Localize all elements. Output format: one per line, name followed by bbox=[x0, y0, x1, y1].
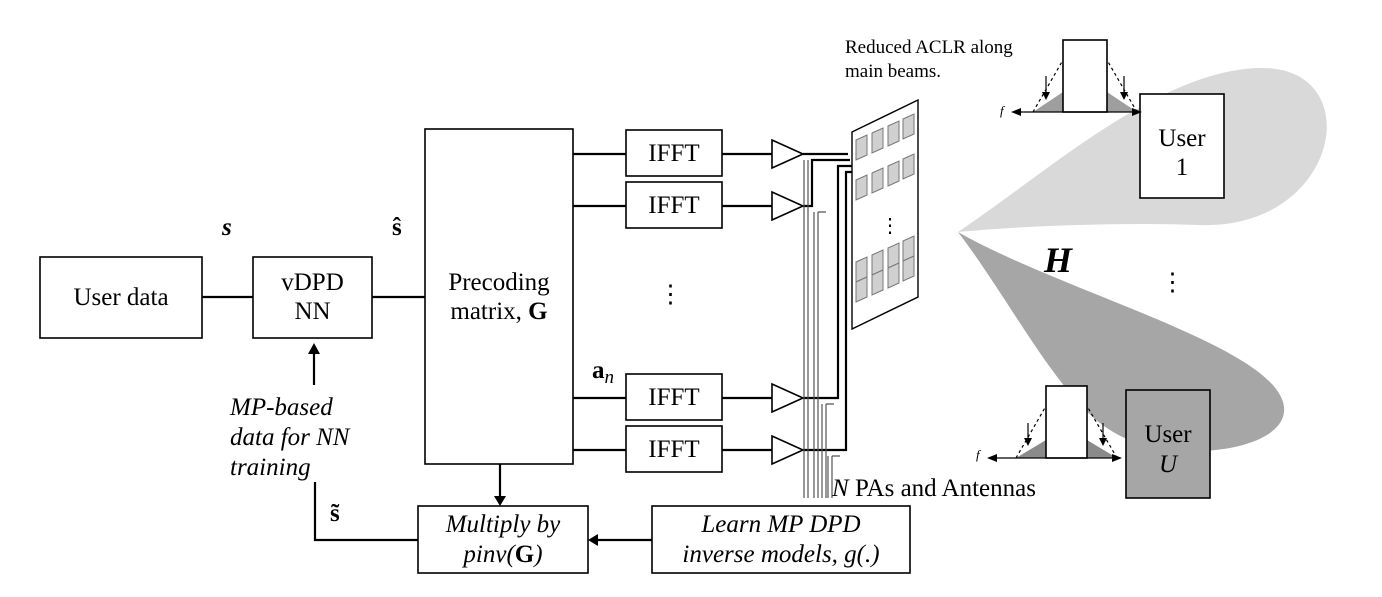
ifft-label-1: IFFT bbox=[648, 140, 700, 167]
user-U-block bbox=[1125, 389, 1211, 499]
feedback-lines-group-1 bbox=[803, 160, 809, 498]
feedback-lines-group-4 bbox=[827, 455, 840, 498]
ifft-block-1 bbox=[625, 129, 723, 177]
symbol-a-base: a bbox=[592, 357, 605, 384]
symbol-a-subscript: n bbox=[604, 367, 615, 388]
pa-N-icon bbox=[771, 434, 805, 466]
vdpd-nn-block bbox=[252, 256, 373, 339]
multiply-close-paren: ) bbox=[534, 541, 543, 568]
mp-data-line1: MP-based bbox=[230, 394, 333, 421]
mp-data-line3: training bbox=[230, 454, 311, 481]
symbol-channel-H: H bbox=[1044, 240, 1073, 280]
pa-n-icon bbox=[771, 382, 805, 414]
pa-1-icon bbox=[771, 138, 805, 170]
ifft-label-N: IFFT bbox=[648, 436, 700, 463]
precoding-matrix-block bbox=[424, 128, 574, 465]
aclr-note-line2: main beams. bbox=[845, 61, 942, 82]
pa-count-symbol: N bbox=[832, 475, 849, 502]
spectrum-inset-U bbox=[987, 385, 1122, 462]
arrowhead-learn-multiply bbox=[588, 534, 598, 546]
precoding-label-line1: Precoding bbox=[448, 269, 550, 296]
ellipsis-users: ⋮ bbox=[1160, 269, 1185, 296]
arrowhead-precoding-multiply bbox=[494, 496, 506, 506]
precoding-label-text: matrix, bbox=[450, 298, 529, 325]
feedback-lines-group-3 bbox=[821, 403, 834, 498]
symbol-s-tilde: s̃ bbox=[330, 500, 340, 527]
arrowhead-training-vdpd bbox=[308, 343, 320, 354]
ifft-block-N bbox=[625, 425, 723, 473]
feedback-lines-group-2 bbox=[813, 211, 826, 498]
spectrum-inset-1 bbox=[1011, 39, 1142, 116]
vdpd-label-line2: NN bbox=[294, 298, 331, 325]
user-1-label-line2: 1 bbox=[1175, 154, 1189, 181]
learn-label-line1: Learn MP DPD bbox=[701, 511, 861, 538]
learn-label-line2: inverse models, g(.) bbox=[682, 541, 880, 568]
freq-axis-label-1: f bbox=[1000, 103, 1004, 118]
user-1-block bbox=[1139, 93, 1225, 199]
symbol-s-hat: ŝ bbox=[392, 214, 402, 241]
freq-axis-label-U: f bbox=[976, 447, 980, 462]
user-data-block bbox=[39, 256, 203, 339]
user-U-label-line2: U bbox=[1158, 451, 1178, 478]
ifft-label-2: IFFT bbox=[648, 192, 700, 219]
wire-pa-ant-n bbox=[803, 164, 852, 400]
mp-data-line2: data for NN bbox=[230, 424, 350, 451]
antenna-array bbox=[851, 98, 919, 331]
multiply-pinv-text: pinv( bbox=[463, 541, 515, 568]
ifft-label-n: IFFT bbox=[648, 384, 700, 411]
vdpd-label-line1: vDPD bbox=[281, 269, 344, 296]
learn-mp-dpd-block bbox=[651, 505, 911, 574]
user-data-label: User data bbox=[73, 284, 169, 311]
multiply-pinv-block bbox=[417, 505, 589, 574]
pa-2-icon bbox=[771, 190, 805, 222]
pa-antenna-note: N PAs and Antennas bbox=[832, 474, 1036, 503]
precoding-symbol: G bbox=[528, 298, 548, 325]
wire-multiply-training bbox=[313, 482, 418, 542]
ellipsis-branches: ⋮ bbox=[658, 281, 683, 308]
multiply-symbol: G bbox=[514, 541, 535, 568]
symbol-a-n: an bbox=[592, 356, 615, 388]
aclr-note-line1: Reduced ACLR along bbox=[845, 37, 1013, 58]
multiply-label-line2: pinv(G) bbox=[418, 540, 588, 569]
pa-antenna-text: PAs and Antennas bbox=[848, 475, 1036, 502]
ellipsis-antennas: ⋮ bbox=[880, 215, 900, 237]
ifft-block-n bbox=[625, 373, 723, 421]
symbol-s: s bbox=[222, 214, 232, 241]
wire-pa-ant-N bbox=[803, 170, 854, 452]
ifft-block-2 bbox=[625, 181, 723, 229]
multiply-label-line1: Multiply by bbox=[445, 511, 561, 538]
beam-user-U bbox=[958, 232, 1285, 452]
precoding-label-line2: matrix, G bbox=[425, 297, 573, 326]
user-1-label-line1: User bbox=[1158, 125, 1206, 152]
user-U-label-line1: User bbox=[1144, 421, 1192, 448]
